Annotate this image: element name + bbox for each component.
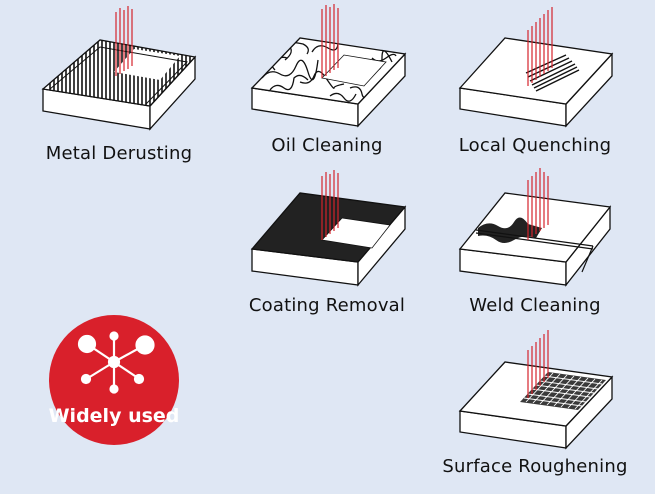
- surface-roughening-block: [458, 330, 614, 450]
- oil-cleaning-block: [250, 4, 407, 128]
- laser-beam: [321, 4, 339, 78]
- laser-beam: [527, 7, 553, 86]
- label-weld-cleaning: Weld Cleaning: [469, 295, 601, 316]
- roughened-grid: [520, 372, 606, 410]
- network-hub-icon: [77, 331, 155, 394]
- cleaned-area: [321, 217, 391, 249]
- label-oil-cleaning: Oil Cleaning: [271, 135, 383, 156]
- label-local-quenching: Local Quenching: [458, 135, 612, 156]
- label-metal-derusting: Metal Derusting: [45, 143, 193, 164]
- badge-label: Widely used: [49, 405, 180, 427]
- local-quenching-block: [458, 7, 614, 128]
- metal-derusting-block: [41, 6, 197, 131]
- coating-removal-block: [250, 170, 407, 287]
- laser-beam: [527, 330, 549, 398]
- laser-beam: [115, 6, 133, 76]
- laser-beam: [321, 170, 339, 240]
- weld-cleaning-block: [458, 168, 612, 287]
- widely-used-badge: Widely used: [49, 315, 180, 445]
- label-coating-removal: Coating Removal: [248, 295, 406, 316]
- weld-seam: [478, 217, 542, 243]
- laser-beam: [527, 168, 549, 240]
- label-surface-roughening: Surface Roughening: [442, 456, 628, 477]
